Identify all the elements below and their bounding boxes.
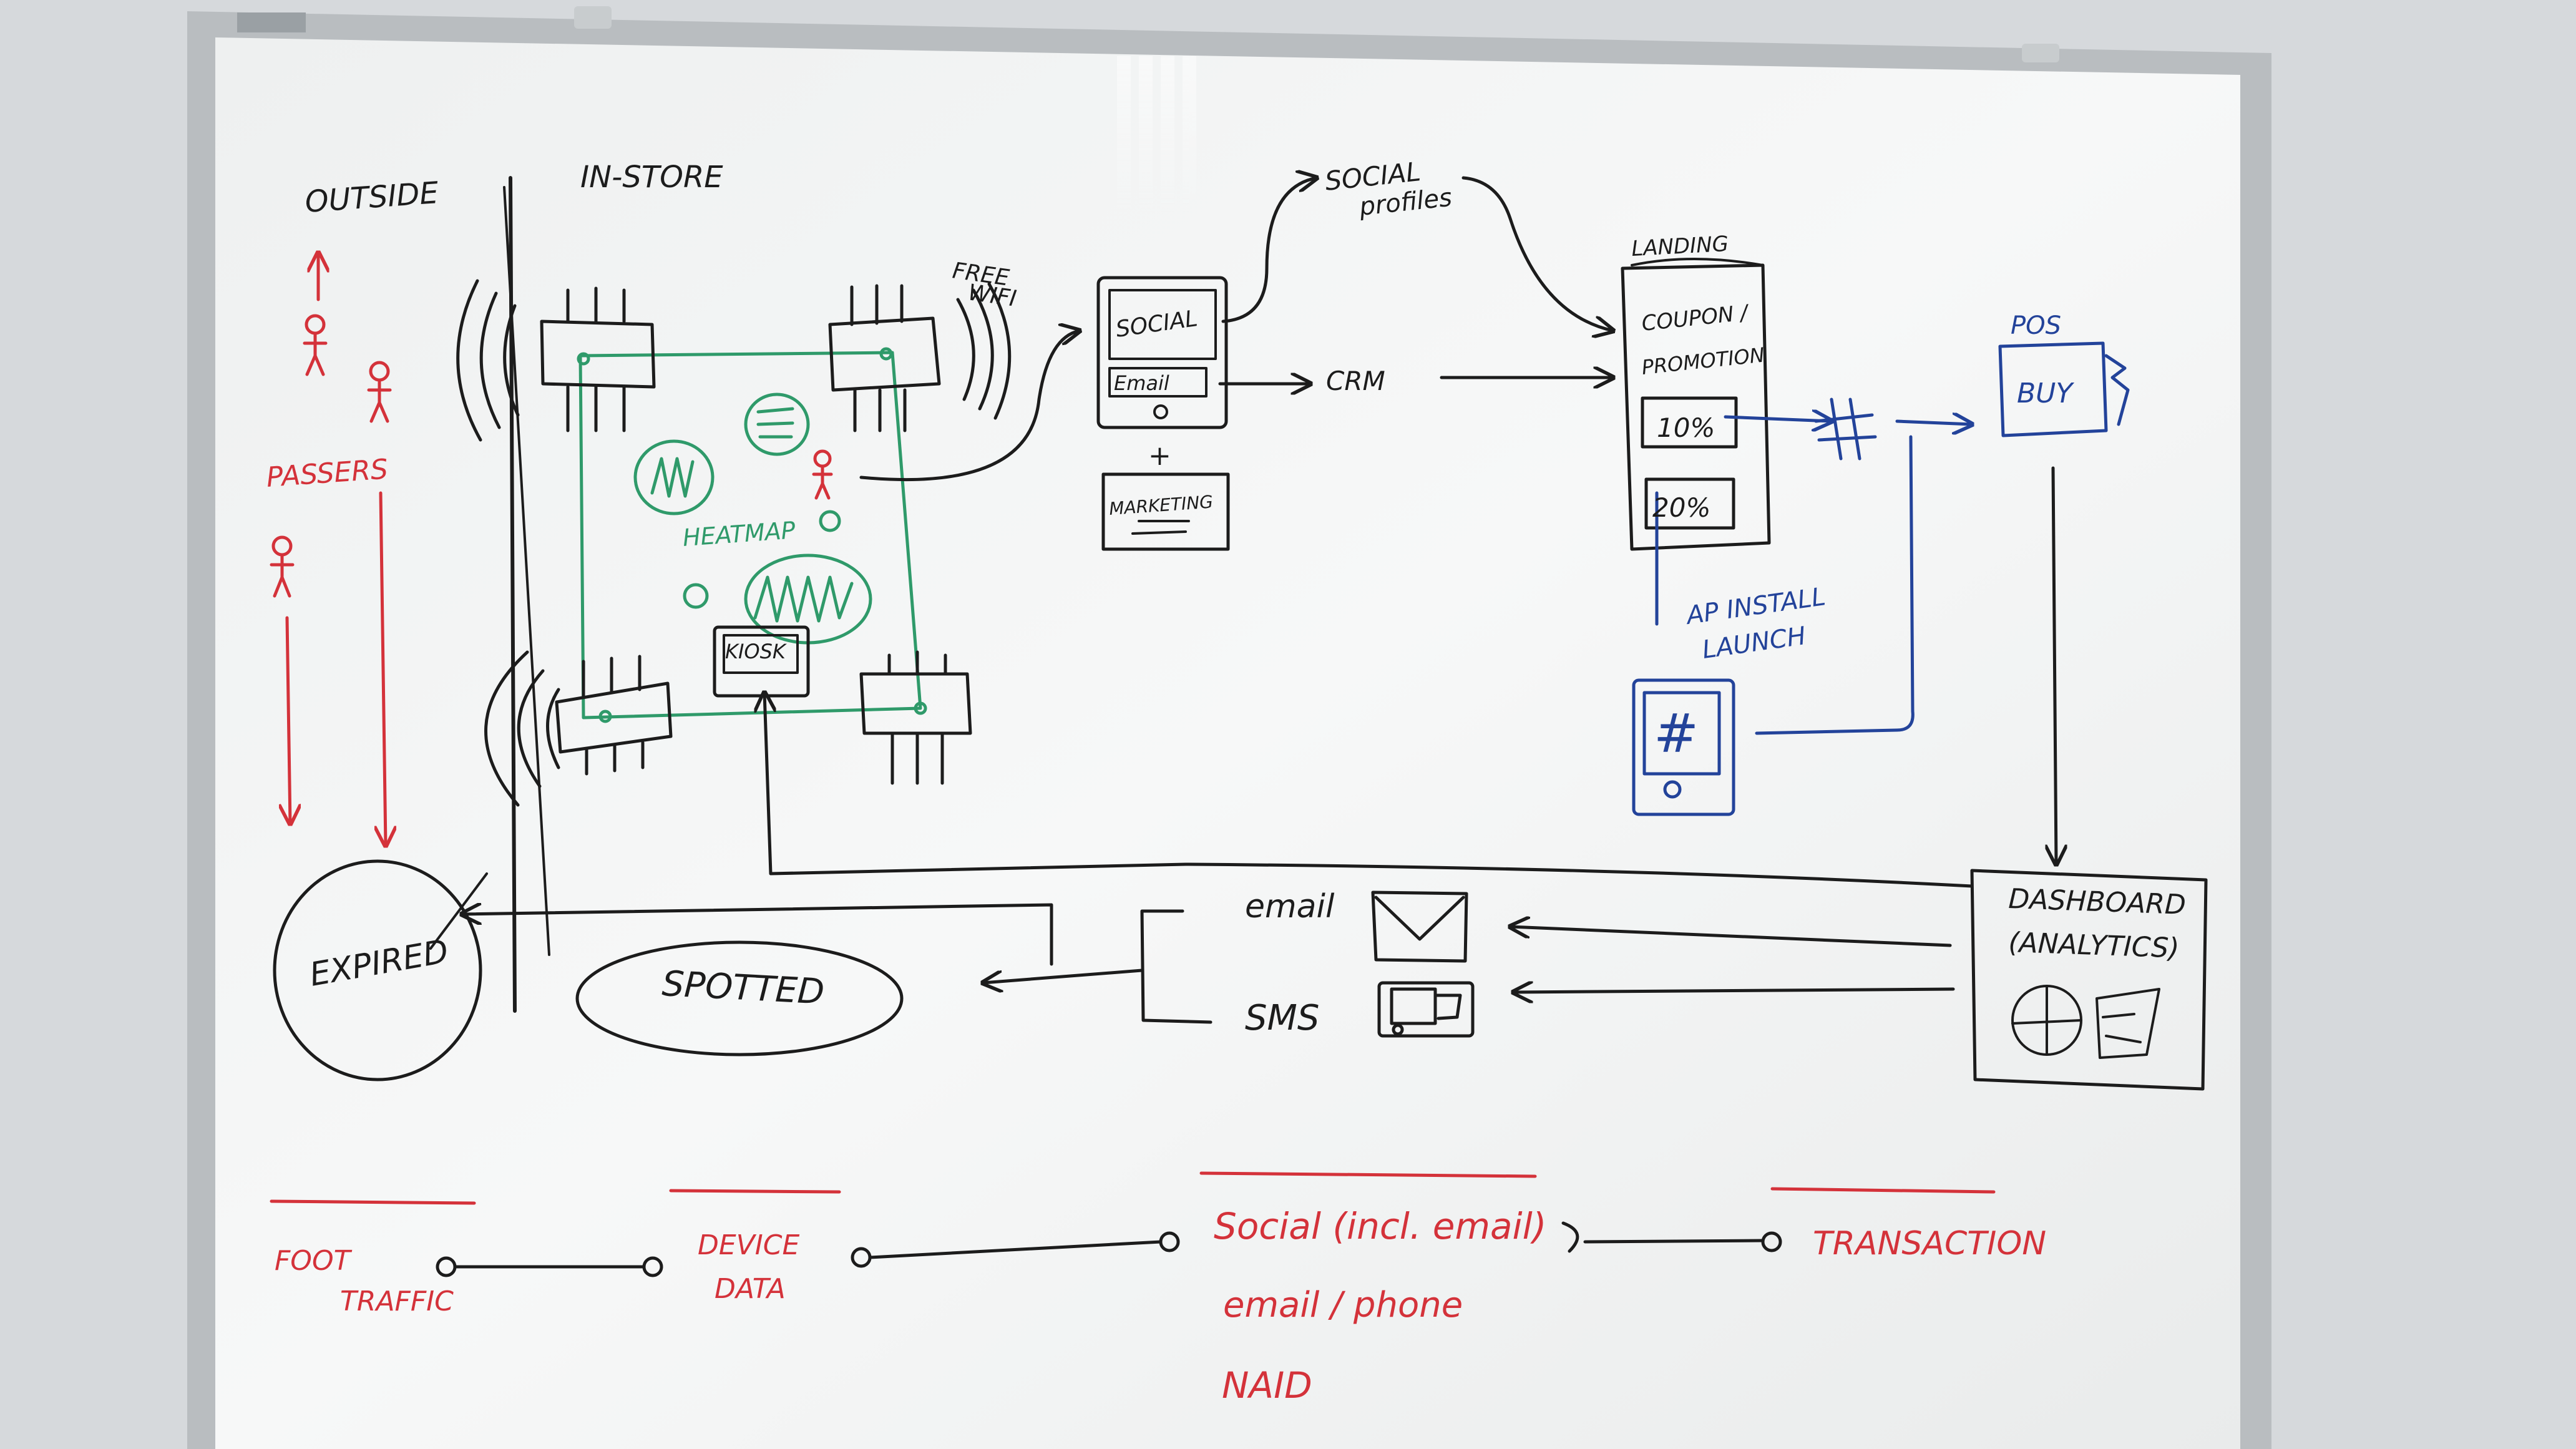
contact-to-spotted-arrow: [983, 968, 1144, 983]
offer-10-label: 10%: [1657, 412, 1715, 443]
crm-label: CRM: [1326, 366, 1385, 396]
kiosk-label: KIOSK: [725, 640, 788, 663]
marketing-lines: [1131, 520, 1190, 535]
hashtag-symbol: [1814, 398, 1877, 461]
timeline-underlines: [270, 1171, 1996, 1205]
heat-dot: [819, 510, 841, 532]
dashboard-to-kiosk-arrow: [764, 693, 1974, 888]
spotted-ellipse: [575, 940, 904, 1056]
sensor-bottom-right: [859, 650, 972, 785]
plus-label: +: [1148, 440, 1171, 472]
pos-to-dashboard-arrow: [2053, 466, 2056, 864]
timeline-4-line1: TRANSACTION: [1813, 1225, 2046, 1262]
offer-20-box: [1644, 477, 1735, 530]
phone-email-box: [1108, 367, 1208, 398]
app-phone-button: [1663, 780, 1682, 799]
sms-phone-icon: [1377, 981, 1475, 1038]
sensor-top-right: [828, 282, 1012, 432]
email-label: email: [1245, 888, 1335, 925]
pos-box: [1998, 341, 2108, 437]
landing-page-box: [1621, 263, 1771, 551]
phone-device: [1096, 276, 1228, 429]
spotted-to-expired-arrow: [462, 905, 1053, 966]
timeline-2-line2: DATA: [715, 1273, 786, 1305]
light-reflection: [1117, 56, 1196, 212]
phone-home-button: [1153, 404, 1168, 419]
timeline-1-line2: TRAFFIC: [340, 1286, 454, 1317]
app-phone-screen: [1642, 691, 1721, 776]
timeline-1-line1: FOOT: [275, 1245, 353, 1277]
app-phone: [1632, 678, 1735, 816]
phone-email-label: Email: [1114, 371, 1169, 395]
heat-dot: [683, 583, 709, 609]
email-envelope-icon: [1371, 890, 1468, 963]
timeline-connectors: [436, 1221, 1782, 1277]
timeline-3-line3: NAID: [1222, 1364, 1312, 1407]
person-icon: [270, 535, 295, 598]
contact-bracket: [1140, 909, 1212, 1024]
app-hash-label: #: [1654, 703, 1699, 765]
profiles-to-landing-arrow: [1461, 176, 1613, 331]
social-profiles-arrow: [1221, 178, 1317, 323]
board-clip: [574, 6, 612, 29]
hash-to-pos-arrow: [1895, 421, 1972, 424]
timeline-3-line2: email / phone: [1223, 1285, 1463, 1325]
kiosk-screen: [723, 634, 799, 674]
offer-to-hash-arrow: [1724, 417, 1832, 421]
offer-20-label: 20%: [1652, 492, 1710, 523]
timeline-2-line1: DEVICE: [698, 1229, 799, 1261]
heat-blob: [744, 393, 810, 456]
passers-group: [270, 253, 833, 846]
timeline-3-line1: Social (incl. email): [1214, 1205, 1546, 1247]
buy-label: BUY: [2017, 378, 2074, 409]
pie-chart-icon: [2011, 985, 2082, 1056]
expired-circle: [273, 859, 482, 1081]
bar-chart-icon: [2095, 988, 2160, 1059]
pos-label: POS: [2011, 311, 2061, 340]
sensor-top-left: [456, 279, 656, 442]
landing-header-curve: [1631, 258, 1764, 266]
board-surface: [215, 37, 2240, 1449]
dashboard-to-email-arrow: [1510, 927, 1952, 947]
app-to-pos-line: [1755, 435, 1915, 735]
dashboard-label-1: DASHBOARD: [2008, 883, 2187, 921]
board-clip: [2022, 44, 2059, 62]
person-icon: [303, 314, 328, 376]
heat-blob: [633, 439, 715, 515]
heatmap-floor: [577, 347, 927, 723]
person-icon: [812, 449, 833, 500]
dashboard-to-sms-arrow: [1513, 989, 1955, 992]
dashboard-box: [1970, 869, 2208, 1091]
offer-10-box: [1641, 396, 1738, 449]
spotted-label: SPOTTED: [661, 964, 825, 1013]
in-store-label: IN-STORE: [580, 160, 723, 195]
person-icon: [367, 361, 392, 423]
phone-social-box: [1108, 289, 1217, 360]
expired-slash: [429, 872, 488, 950]
wifi-to-phone-arrow: [859, 331, 1080, 482]
sensor-bottom-left: [484, 650, 673, 807]
landing-label: LANDING: [1631, 232, 1729, 261]
marketing-box: [1101, 472, 1230, 551]
dashboard-label-2: (ANALYTICS): [2008, 927, 2180, 965]
pos-ribbon: [2104, 354, 2130, 426]
brand-sticker: [237, 12, 306, 32]
sms-label: SMS: [1245, 998, 1319, 1038]
